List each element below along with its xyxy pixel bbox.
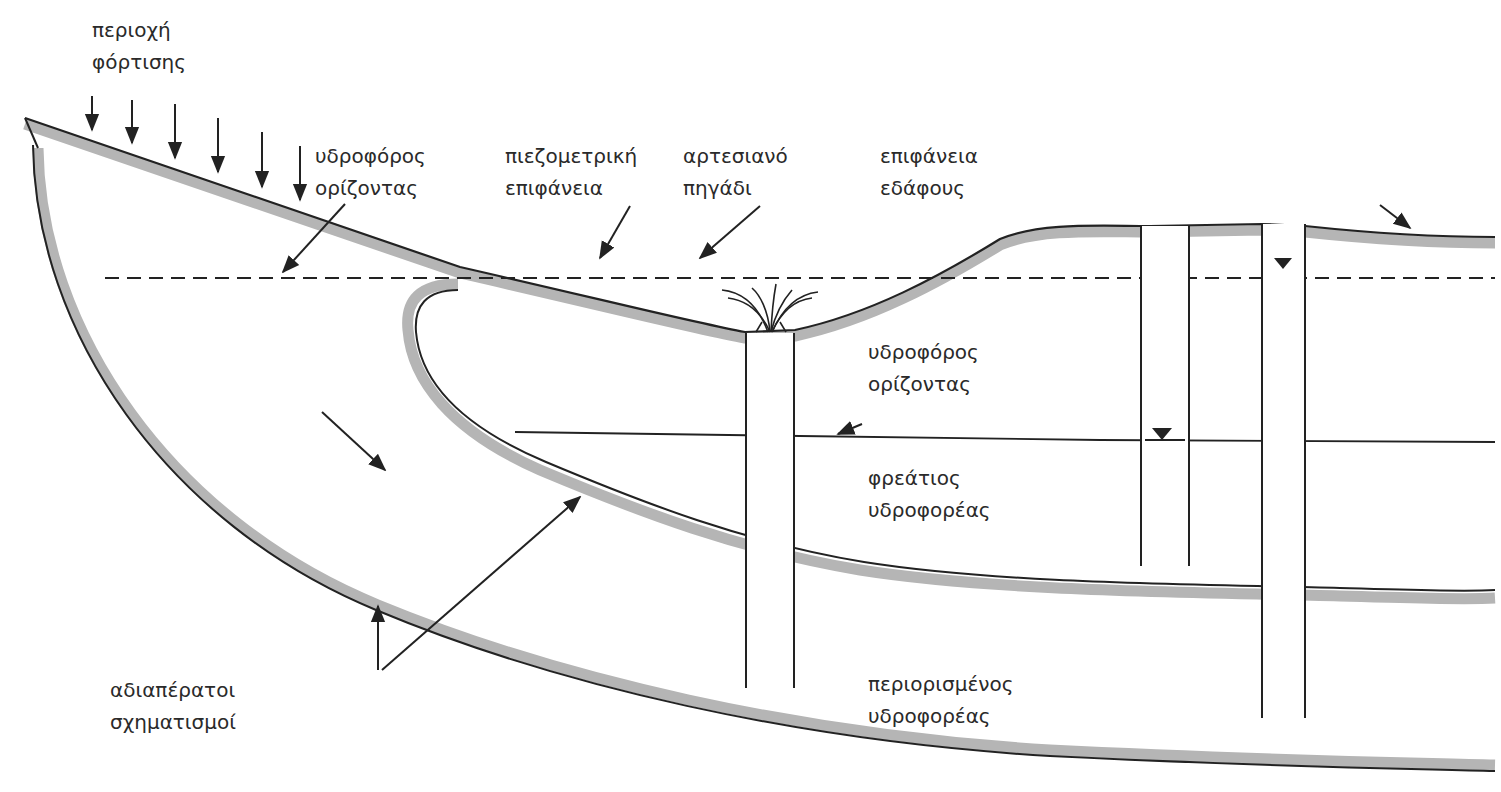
water-table-well <box>1141 226 1189 566</box>
upper-impermeable-layer <box>408 284 1495 599</box>
recharge-arrows <box>92 96 300 200</box>
artesian-well-label: αρτεσιανό πηγάδι <box>683 140 788 204</box>
ground-surface-label: επιφάνεια εδάφους <box>880 140 978 204</box>
lower-impermeable-layer <box>33 145 1495 771</box>
water-table-label: υδροφόρος ορίζοντας <box>315 140 426 204</box>
unconfined-aquifer-label: φρεάτιος υδροφορέας <box>868 462 991 526</box>
water-table-label: υδροφόρος ορίζοντας <box>868 336 979 400</box>
leader-lines <box>283 204 1410 670</box>
piezometric-surface-label: πιεζομετρική επιφάνεια <box>505 140 637 204</box>
recharge-area-label: περιοχή φόρτισης <box>92 14 186 78</box>
artesian-well <box>722 284 818 688</box>
confined-aquifer-label: περιορισμένος υδροφορέας <box>868 668 1013 732</box>
flow-arrow <box>322 412 385 470</box>
water-table-line <box>515 432 1495 442</box>
confined-well <box>1262 224 1305 718</box>
impermeable-formations-label: αδιαπέρατοι σχηματισμοί <box>110 674 236 738</box>
